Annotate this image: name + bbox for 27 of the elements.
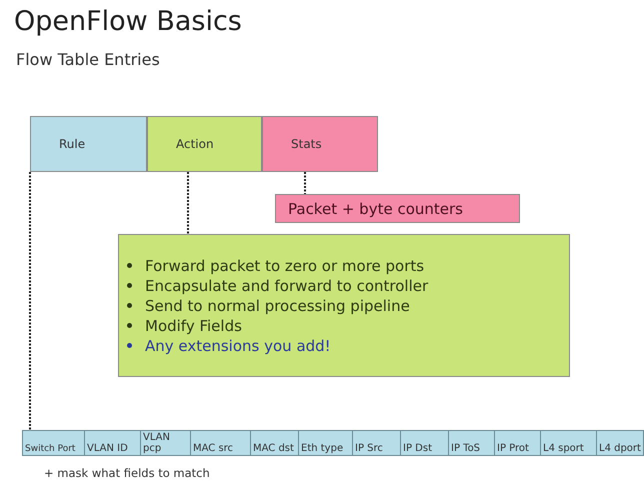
- dotted-connector: [187, 172, 189, 234]
- stats-box: Stats: [262, 116, 378, 172]
- header-field-cell: IP Src: [352, 430, 401, 456]
- header-field-cell: Eth type: [298, 430, 353, 456]
- actions-list-box: [118, 234, 570, 377]
- header-field-cell: Switch Port: [22, 430, 85, 456]
- header-field-cell: L4 sport: [540, 430, 597, 456]
- header-field-cell: VLAN pcp: [140, 430, 191, 456]
- header-field-cell: VLAN ID: [84, 430, 141, 456]
- note-text: + mask what fields to match: [44, 466, 210, 480]
- bullet-item: Encapsulate and forward to controller: [145, 276, 428, 296]
- slide-subtitle: Flow Table Entries: [16, 50, 160, 69]
- header-field-cell: IP Dst: [400, 430, 449, 456]
- dotted-connector: [304, 172, 306, 194]
- slide-title: OpenFlow Basics: [14, 6, 242, 37]
- action-box: Action: [147, 116, 262, 172]
- header-field-cell: L4 dport: [596, 430, 644, 456]
- bullet-item: Send to normal processing pipeline: [145, 296, 410, 316]
- header-field-cell: IP ToS: [448, 430, 495, 456]
- bullet-item: Forward packet to zero or more ports: [145, 256, 424, 276]
- bullet-item: Any extensions you add!: [145, 336, 331, 356]
- header-field-cell: MAC dst: [250, 430, 299, 456]
- dotted-connector: [29, 172, 31, 430]
- counters-box: Packet + byte counters: [275, 194, 520, 223]
- header-field-cell: MAC src: [190, 430, 251, 456]
- header-field-cell: IP Prot: [494, 430, 541, 456]
- bullet-item: Modify Fields: [145, 316, 242, 336]
